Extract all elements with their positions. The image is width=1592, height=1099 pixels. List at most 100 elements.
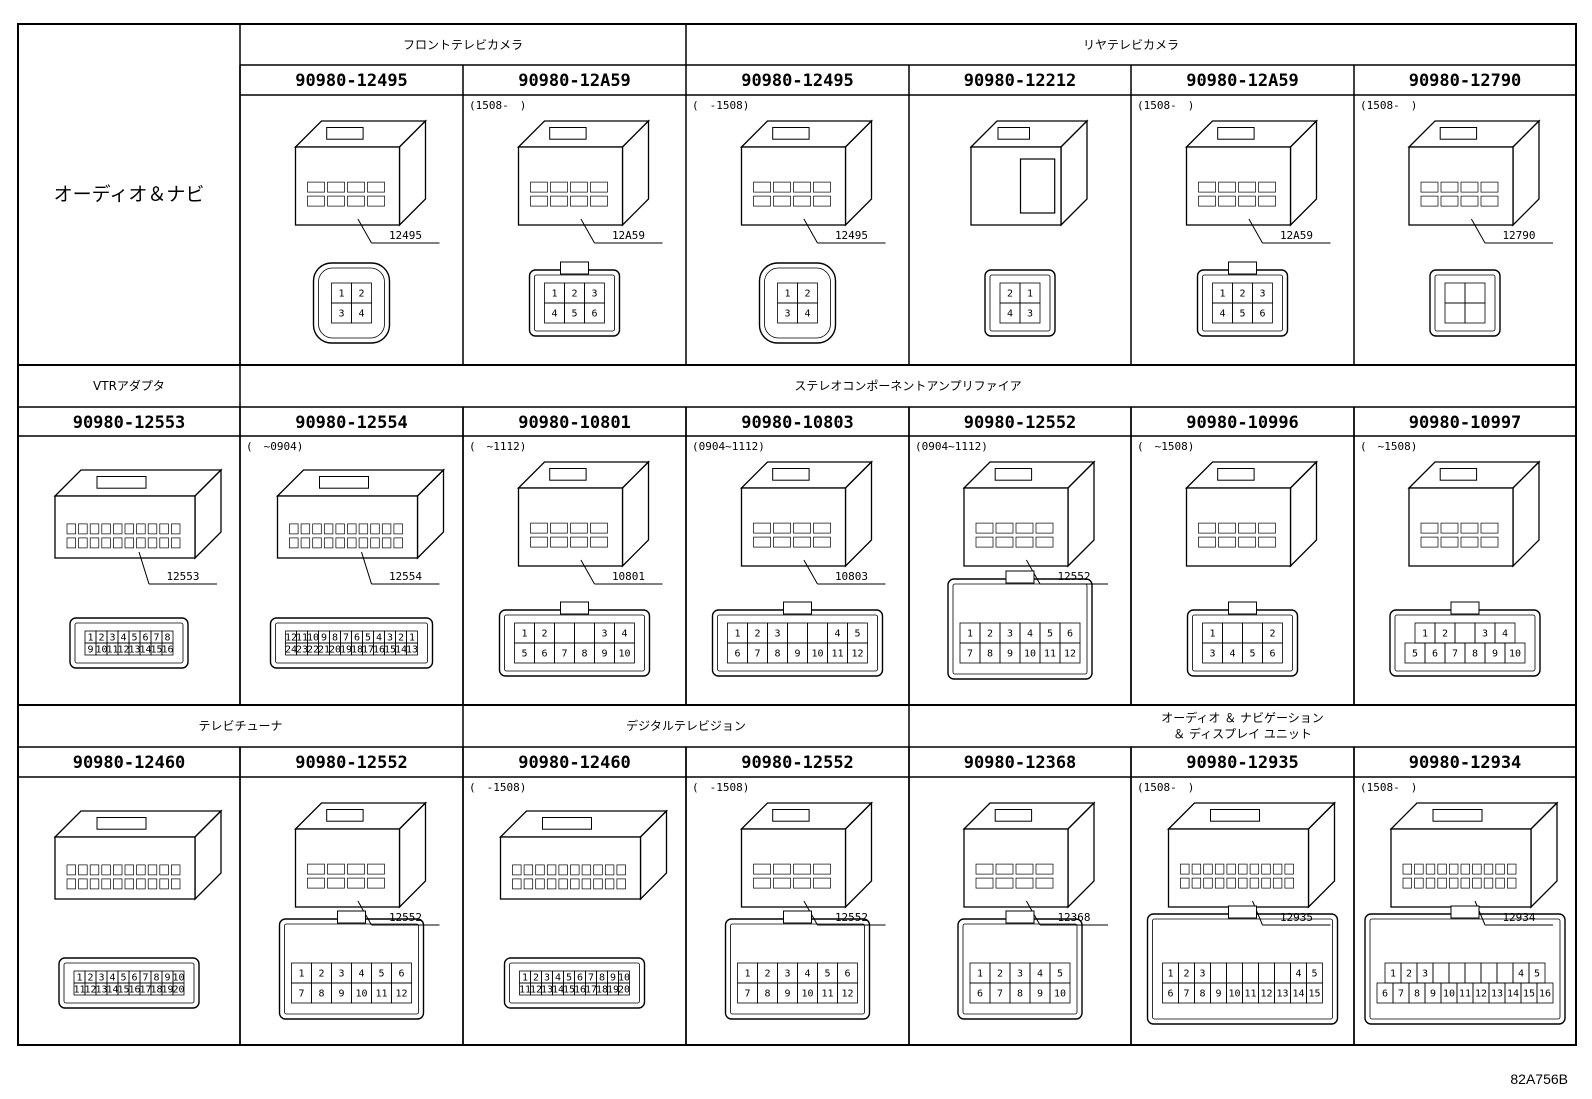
- terminal-cavity: [171, 864, 181, 876]
- terminal-cavity: [159, 523, 169, 535]
- pin-number: 12: [1475, 989, 1487, 1000]
- pin-number: 8: [599, 973, 605, 984]
- terminal-cavity: [327, 863, 345, 875]
- pin-number: 7: [561, 649, 567, 660]
- pin-number: 10: [1024, 649, 1036, 660]
- pin-cell: [837, 982, 858, 1004]
- table-content: オーディオ＆ナビフロントテレビカメラリヤテレビカメラ90980-12495124…: [53, 38, 1566, 1025]
- pin-number: 5: [854, 629, 860, 640]
- latch: [1439, 468, 1478, 481]
- terminal-cavity: [381, 537, 392, 549]
- terminal-cavity: [78, 864, 88, 876]
- latch: [549, 468, 587, 481]
- pin-number: 2: [533, 973, 539, 984]
- terminal-cavity: [78, 523, 88, 535]
- terminal-cavity: [1218, 195, 1236, 207]
- pin-cell: [1210, 962, 1227, 984]
- pin-number: 2: [541, 629, 547, 640]
- pin-cell: [614, 642, 635, 664]
- table-row: VTRアダプタステレオコンポーネントアンプリファイア90980-12553125…: [53, 378, 1541, 680]
- date-range-note: (1508- ): [1137, 781, 1194, 794]
- terminal-cavity: [753, 877, 771, 889]
- pin-number: 1: [522, 973, 528, 984]
- terminal-cavity: [159, 878, 169, 890]
- terminal-cavity: [1258, 522, 1276, 534]
- pin-number: 23: [296, 645, 308, 656]
- pin-number: 10: [307, 633, 319, 644]
- pin-number: 8: [1017, 989, 1023, 1000]
- housing-outline: [69, 617, 189, 669]
- terminal-cavity: [530, 522, 548, 534]
- connector-front: [740, 487, 847, 567]
- terminal-cavity: [581, 878, 592, 890]
- terminal-cavity: [581, 864, 592, 876]
- terminal-cavity: [593, 878, 603, 890]
- pin-number: 15: [563, 985, 575, 996]
- date-range-note: ( ~0904): [246, 440, 303, 453]
- terminal-cavity: [124, 537, 134, 549]
- pin-number: 1: [1422, 629, 1428, 640]
- terminal-cavity: [370, 523, 380, 535]
- housing-inner: [1192, 614, 1293, 672]
- terminal-cavity: [1238, 536, 1256, 548]
- housing-outline: [503, 957, 646, 1009]
- pin-number: 1: [1209, 629, 1215, 640]
- terminal-cavity: [66, 523, 76, 535]
- pin-number: 6: [1167, 989, 1173, 1000]
- callout-leader: [1474, 900, 1486, 926]
- pin-number: 3: [109, 633, 115, 644]
- pin-number: 1: [1027, 289, 1033, 300]
- pin-number: 2: [87, 973, 93, 984]
- pin-number: 4: [555, 973, 561, 984]
- pin-number: 1: [1167, 969, 1173, 980]
- terminal-cavity: [289, 523, 299, 535]
- latch: [772, 127, 810, 140]
- terminal-cavity: [1483, 877, 1494, 889]
- terminal-cavity: [171, 523, 181, 535]
- terminal-cavity: [367, 863, 385, 875]
- terminal-cavity: [813, 195, 831, 207]
- latch: [1432, 809, 1483, 822]
- pin-cell: [1432, 962, 1450, 984]
- terminal-cavity: [1238, 863, 1248, 875]
- lock-tab: [1005, 570, 1035, 584]
- terminal-cavity: [753, 863, 771, 875]
- pin-number: 4: [109, 973, 115, 984]
- terminal-cavity: [570, 536, 588, 548]
- date-range-note: (1508- ): [1360, 781, 1417, 794]
- terminal-cavity: [773, 863, 791, 875]
- pin-number: 3: [98, 973, 104, 984]
- terminal-cavity: [1238, 877, 1248, 889]
- terminal-cavity: [1214, 863, 1225, 875]
- terminal-cavity: [89, 864, 100, 876]
- pin-number: 1: [784, 289, 790, 300]
- terminal-cavity: [1460, 195, 1479, 207]
- terminal-cavity: [327, 181, 345, 193]
- pin-number: 13: [95, 985, 107, 996]
- pin-cell: [1242, 962, 1259, 984]
- terminal-cavity: [1440, 536, 1459, 548]
- pin-number: 1: [1390, 969, 1396, 980]
- pin-number: 4: [1518, 969, 1524, 980]
- pin-number: 17: [585, 985, 597, 996]
- terminal-cavity: [793, 536, 811, 548]
- terminal-cavity: [550, 522, 568, 534]
- pin-number: 5: [131, 633, 137, 644]
- pin-number: 10: [95, 645, 107, 656]
- terminal-cavity: [307, 181, 325, 193]
- pin-cell: [1252, 302, 1273, 324]
- terminal-cavity: [995, 863, 1014, 875]
- pin-number: 4: [358, 309, 364, 320]
- terminal-cavity: [1035, 536, 1054, 548]
- callout-leader: [580, 218, 595, 244]
- terminal-cavity: [300, 523, 311, 535]
- latch: [997, 127, 1030, 140]
- pin-cell: [1262, 642, 1283, 664]
- terminal-cavity: [616, 878, 626, 890]
- pin-number: 2: [358, 289, 364, 300]
- terminal-cavity: [1015, 536, 1034, 548]
- callout-leader: [1470, 218, 1486, 244]
- terminal-cavity: [523, 864, 534, 876]
